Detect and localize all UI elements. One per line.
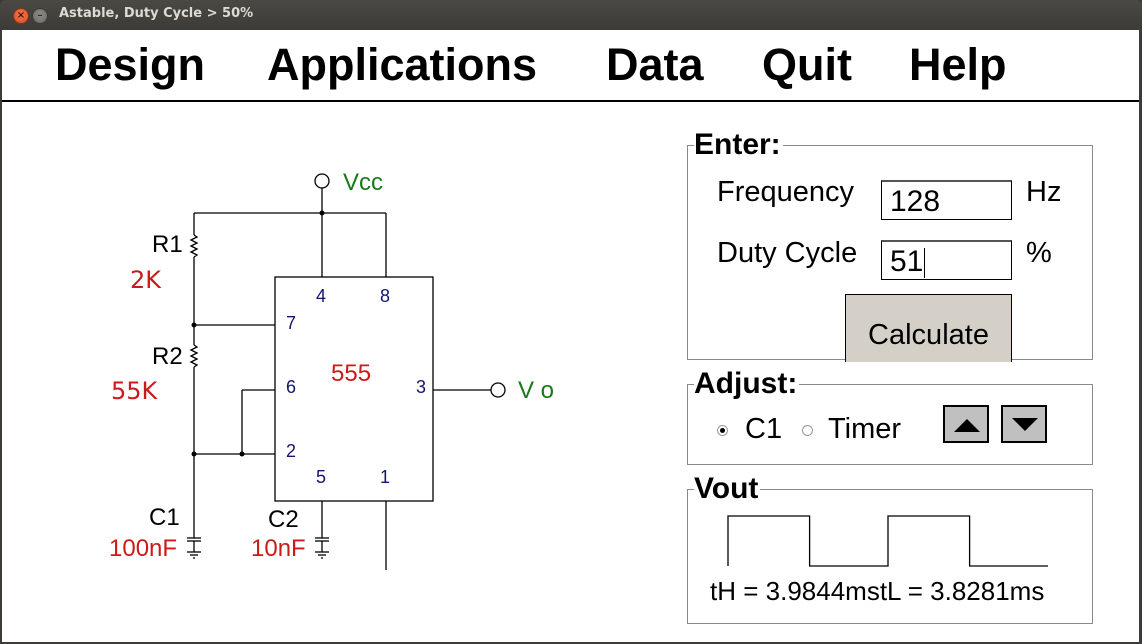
square-wave: [727, 515, 1048, 567]
c2-value: 10nF: [251, 535, 306, 562]
window-minimize-button[interactable]: –: [32, 8, 48, 24]
vo-label: V o: [518, 377, 554, 404]
adjust-group: Adjust:: [687, 368, 1093, 465]
arrow-up-icon: [954, 419, 980, 432]
timing-result: tH = 3.9844mstL = 3.8281ms: [710, 576, 1045, 606]
vo-terminal: [490, 382, 506, 398]
pin-6-label: 6: [286, 377, 296, 397]
text-caret: [924, 248, 926, 279]
resistor-r1: [189, 234, 199, 258]
r1-value: 2K: [130, 266, 162, 294]
vcc-label: Vcc: [343, 169, 383, 196]
radio-timer-label[interactable]: Timer: [828, 413, 902, 445]
radio-c1-label[interactable]: C1: [745, 413, 783, 445]
circuit-schematic: Vcc V o 555 4 8 7 6 3 2 5 1 R1 2K R2 55K…: [109, 169, 554, 570]
r2-value: 55K: [111, 377, 159, 405]
menu-design[interactable]: Design: [55, 39, 206, 90]
duty-cycle-label: Duty Cycle: [717, 237, 858, 269]
r1-name: R1: [152, 231, 183, 258]
pin-1-label: 1: [380, 467, 390, 487]
duty-cycle-input[interactable]: 51: [881, 240, 1012, 280]
calculate-button[interactable]: Calculate: [845, 294, 1012, 362]
r2-name: R2: [152, 343, 183, 370]
menu-help[interactable]: Help: [909, 39, 1007, 90]
menu-quit[interactable]: Quit: [762, 39, 852, 90]
resistor-r2: [189, 344, 199, 368]
close-icon: ×: [16, 10, 26, 21]
menu-data[interactable]: Data: [606, 39, 704, 90]
ic-label: 555: [331, 360, 371, 387]
pin-7-label: 7: [286, 313, 296, 333]
frequency-input[interactable]: 128: [881, 180, 1012, 220]
app-client-area: Design Applications Data Quit Help: [2, 30, 1139, 642]
c2-name: C2: [268, 506, 299, 533]
adjust-up-button[interactable]: [943, 405, 989, 443]
pin-3-label: 3: [416, 377, 426, 397]
title-bar: × – Astable, Duty Cycle > 50%: [0, 0, 1142, 30]
ic-555-body: [274, 276, 434, 502]
vout-group-title: Vout: [694, 472, 761, 505]
junction-dot: [239, 451, 245, 457]
c1-name: C1: [149, 504, 180, 531]
radio-timer[interactable]: [802, 425, 813, 436]
duty-cycle-unit: %: [1026, 237, 1052, 269]
adjust-group-title: Adjust:: [694, 367, 800, 400]
frequency-label: Frequency: [717, 176, 855, 208]
calculate-label: Calculate: [868, 319, 989, 351]
frequency-value: 128: [890, 185, 941, 218]
junction-dot: [191, 322, 197, 328]
window-close-button[interactable]: ×: [13, 8, 29, 24]
pin-5-label: 5: [316, 467, 326, 487]
vout-waveform: [727, 515, 1048, 567]
menu-applications[interactable]: Applications: [267, 39, 538, 90]
menu-bar: Design Applications Data Quit Help: [2, 30, 1139, 102]
vcc-terminal: [314, 173, 330, 189]
junction-dot: [319, 210, 325, 216]
minimize-icon: –: [37, 10, 43, 21]
c1-value: 100nF: [109, 535, 177, 562]
pin-4-label: 4: [316, 286, 326, 306]
arrow-down-icon: [1012, 418, 1038, 431]
pin-2-label: 2: [286, 441, 296, 461]
enter-group-title: Enter:: [694, 128, 783, 161]
frequency-unit: Hz: [1026, 176, 1062, 208]
enter-group: Enter:: [687, 129, 1093, 360]
junction-dot: [191, 451, 197, 457]
adjust-down-button[interactable]: [1001, 405, 1047, 443]
vout-group: Vout: [687, 473, 1093, 624]
duty-cycle-value: 51: [890, 245, 924, 278]
radio-c1[interactable]: [717, 425, 728, 436]
pin-8-label: 8: [380, 286, 390, 306]
window-title: Astable, Duty Cycle > 50%: [59, 6, 254, 21]
